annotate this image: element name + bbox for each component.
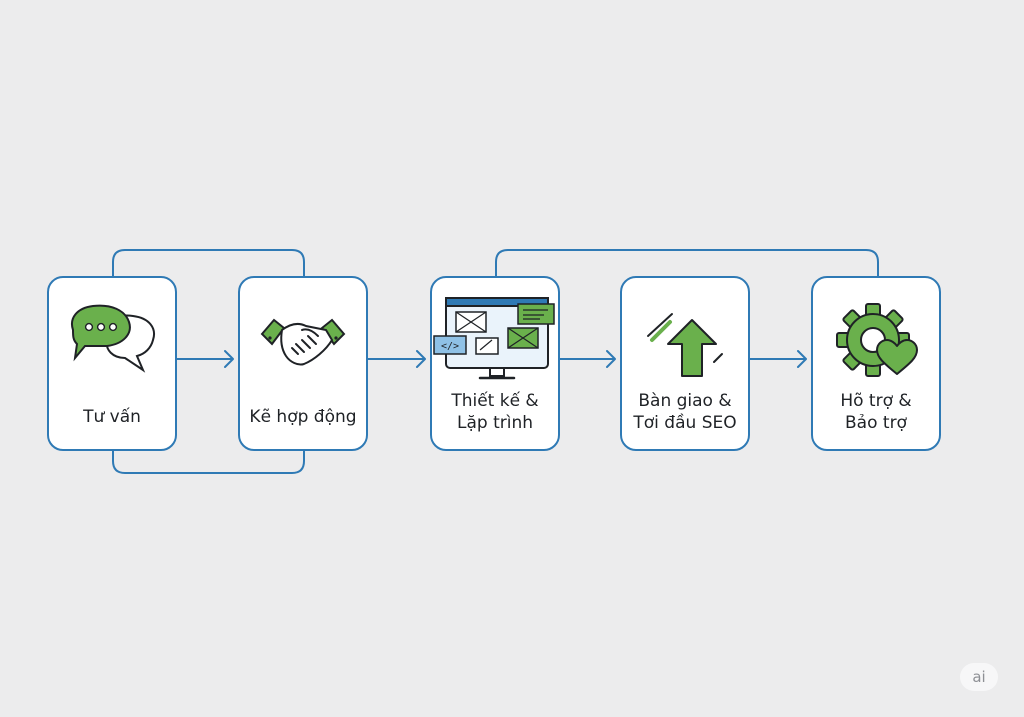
step-contract: Kẽ hợp động [238, 276, 368, 451]
step-handover-seo: Bàn giao & Tơi đầu SEO [620, 276, 750, 451]
bracket-bottom-1-2 [112, 450, 305, 474]
arrow-1-2 [176, 350, 234, 368]
arrow-3-4 [559, 350, 616, 368]
step-consulting: Tư vấn [47, 276, 177, 451]
step-label: Tư vấn [83, 407, 141, 427]
step-design-development: </> Thiết kế & Lặp trình [430, 276, 560, 451]
up-arrow-icon [647, 313, 723, 377]
svg-text:</>: </> [441, 341, 459, 352]
step-label: Bàn giao & Tơi đầu SEO [633, 391, 737, 433]
handshake-icon [260, 318, 346, 366]
chat-bubbles-icon [71, 304, 155, 373]
step-label: Hõ trợ & Bảo trợ [840, 391, 912, 433]
ai-watermark: ai [960, 663, 998, 691]
monitor-design-code-icon: </> [433, 297, 555, 380]
arrow-2-3 [367, 350, 426, 368]
step-support-maintenance: Hõ trợ & Bảo trợ [811, 276, 941, 451]
bracket-top-3-5 [495, 249, 879, 277]
arrow-4-5 [749, 350, 807, 368]
bracket-top-1-2 [112, 249, 305, 277]
gear-heart-icon [836, 303, 918, 377]
step-label: Kẽ hợp động [249, 407, 357, 427]
step-label: Thiết kế & Lặp trình [451, 391, 539, 433]
